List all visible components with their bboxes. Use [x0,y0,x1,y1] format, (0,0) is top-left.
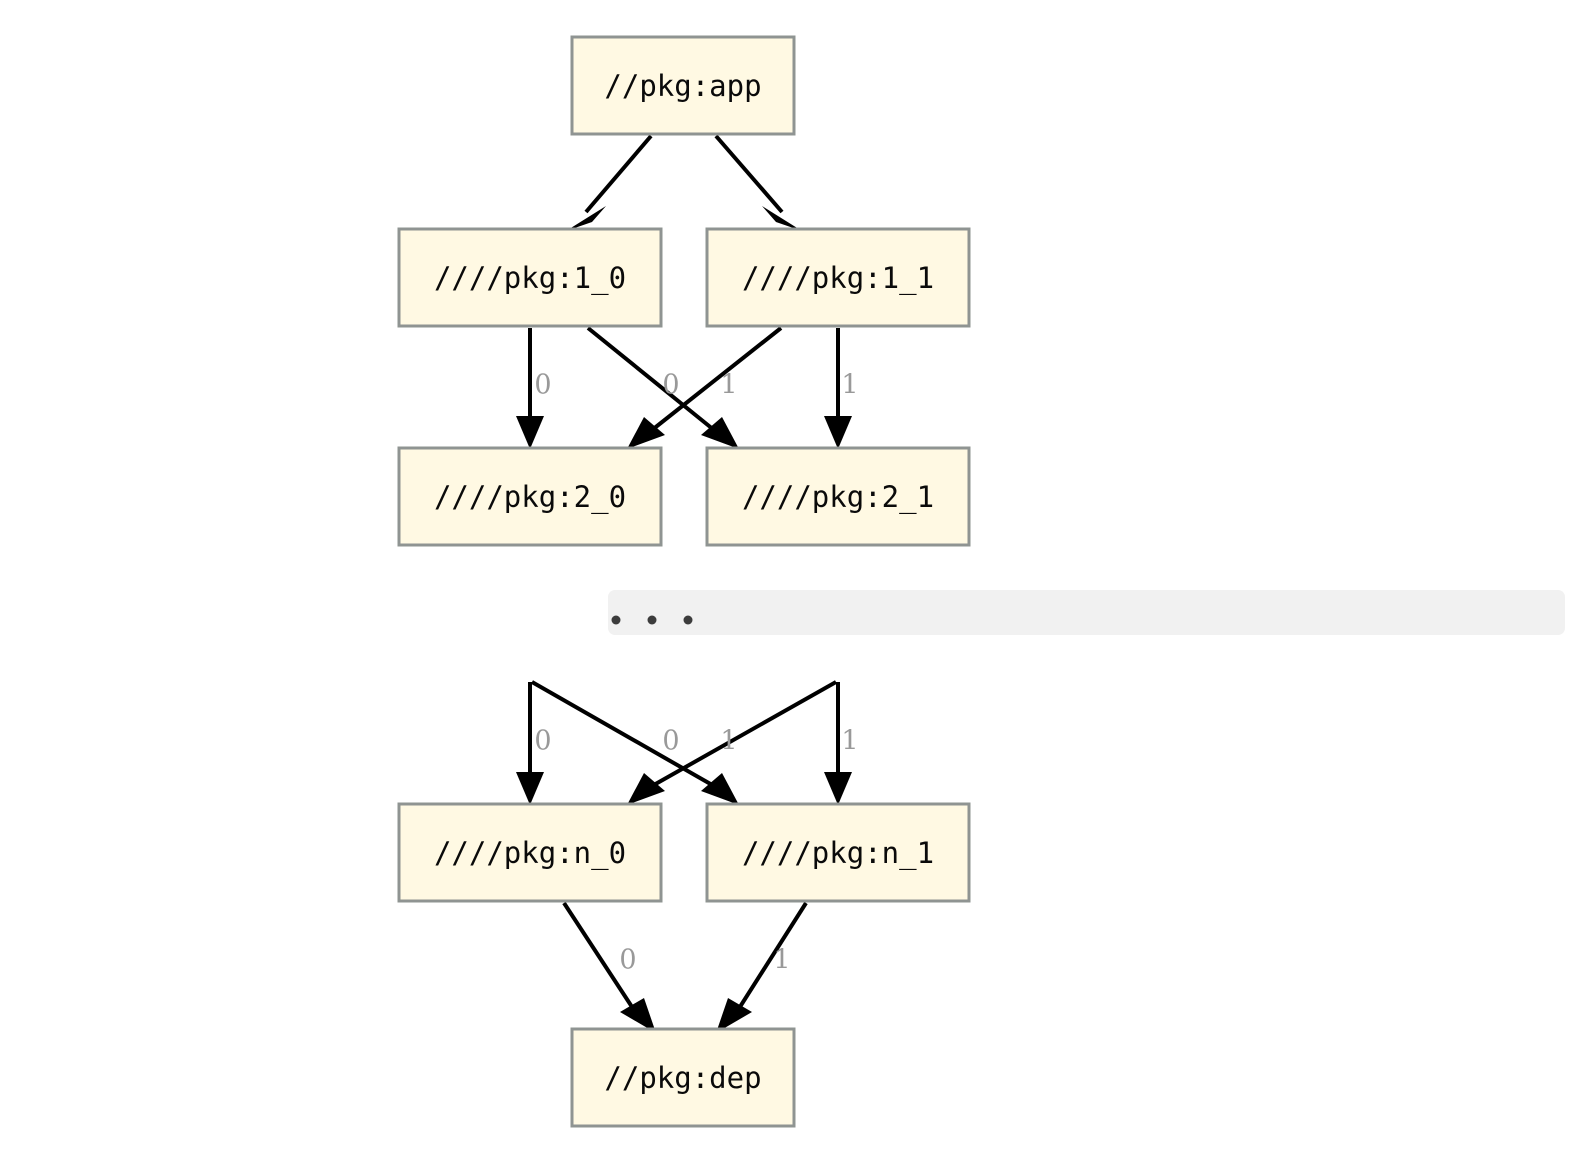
edge-label: 0 [662,726,679,757]
arrowhead-icon [566,206,606,231]
edge-line [531,680,715,788]
node-pkg-n_0[interactable]: ////pkg:n_0 [397,802,663,903]
ellipsis-dot-2 [647,615,657,625]
node-pkg-2_1[interactable]: ////pkg:2_1 [705,446,971,547]
edge-label: 1 [720,370,737,401]
arrowhead-icon [627,417,665,449]
edge-app-to-1_1 [714,134,802,231]
ellipsis-band [608,590,1565,635]
edge-label: 0 [662,370,679,401]
node-label: ////pkg:n_1 [742,836,934,871]
node-box[interactable] [570,1027,796,1128]
edge-label: 0 [619,945,636,976]
node-pkg-2_0[interactable]: ////pkg:2_0 [397,446,663,547]
node-label: //pkg:app [604,69,761,103]
edge-line [586,326,716,432]
ellipsis-marker [608,590,1565,635]
node-pkg-1_0[interactable]: ////pkg:1_0 [397,227,663,328]
arrowhead-icon [716,998,752,1033]
node-label: ////pkg:2_0 [434,480,626,515]
node-pkg-n_1[interactable]: ////pkg:n_1 [705,802,971,903]
edge-n_0-to-dep: 0 [562,901,656,1033]
arrowhead-icon [701,417,739,449]
edge-1_1-to-2_0: 1 [627,326,783,449]
arrowhead-icon [620,998,656,1033]
node-box[interactable] [397,227,663,328]
edge-label: 1 [841,726,858,757]
edge-label: 0 [534,726,551,757]
edge-app-to-1_0 [566,134,653,231]
edge-1_0-to-2_1: 0 [586,326,739,449]
node-box[interactable] [705,802,971,903]
node-label: //pkg:dep [604,1061,761,1095]
edge-n_1-to-dep: 1 [716,901,808,1033]
node-dep[interactable]: //pkg:dep [570,1027,796,1128]
edge-line [714,134,784,214]
edge-line [650,326,783,432]
node-pkg-1_1[interactable]: ////pkg:1_1 [705,227,971,328]
node-box[interactable] [397,802,663,903]
arrowhead-icon [627,773,665,805]
edge-line [584,134,653,214]
edge-label: 0 [534,370,551,401]
edge-line [736,901,808,1012]
node-label: ////pkg:1_1 [742,261,934,296]
node-box[interactable] [570,35,796,136]
node-box[interactable] [705,446,971,547]
node-box[interactable] [705,227,971,328]
edge-label: 1 [841,370,858,401]
edge-1_1-to-2_1: 1 [824,328,859,449]
node-app[interactable]: //pkg:app [570,35,796,136]
edge-prev-to-n_0-b: 1 [627,680,837,805]
edge-1_0-to-2_0: 0 [516,328,552,449]
node-label: ////pkg:1_0 [434,261,626,296]
arrowhead-icon [516,416,544,449]
node-label: ////pkg:n_0 [434,836,626,871]
node-box[interactable] [397,446,663,547]
edge-prev-to-n_1-b: 1 [824,682,859,805]
arrowhead-icon [701,773,739,805]
arrowhead-icon [516,772,544,805]
node-label: ////pkg:2_1 [742,480,934,515]
arrowhead-icon [824,772,852,805]
edge-prev-to-n_1-a: 0 [531,680,739,805]
arrowhead-icon [762,206,802,231]
ellipsis-dot-3 [683,615,693,625]
edge-line [562,901,636,1012]
ellipsis-dot-1 [611,615,621,625]
edge-label: 1 [773,945,790,976]
edge-line [651,680,837,788]
edge-prev-to-n_0: 0 [516,682,552,805]
edge-label: 1 [720,726,737,757]
arrowhead-icon [824,416,852,449]
